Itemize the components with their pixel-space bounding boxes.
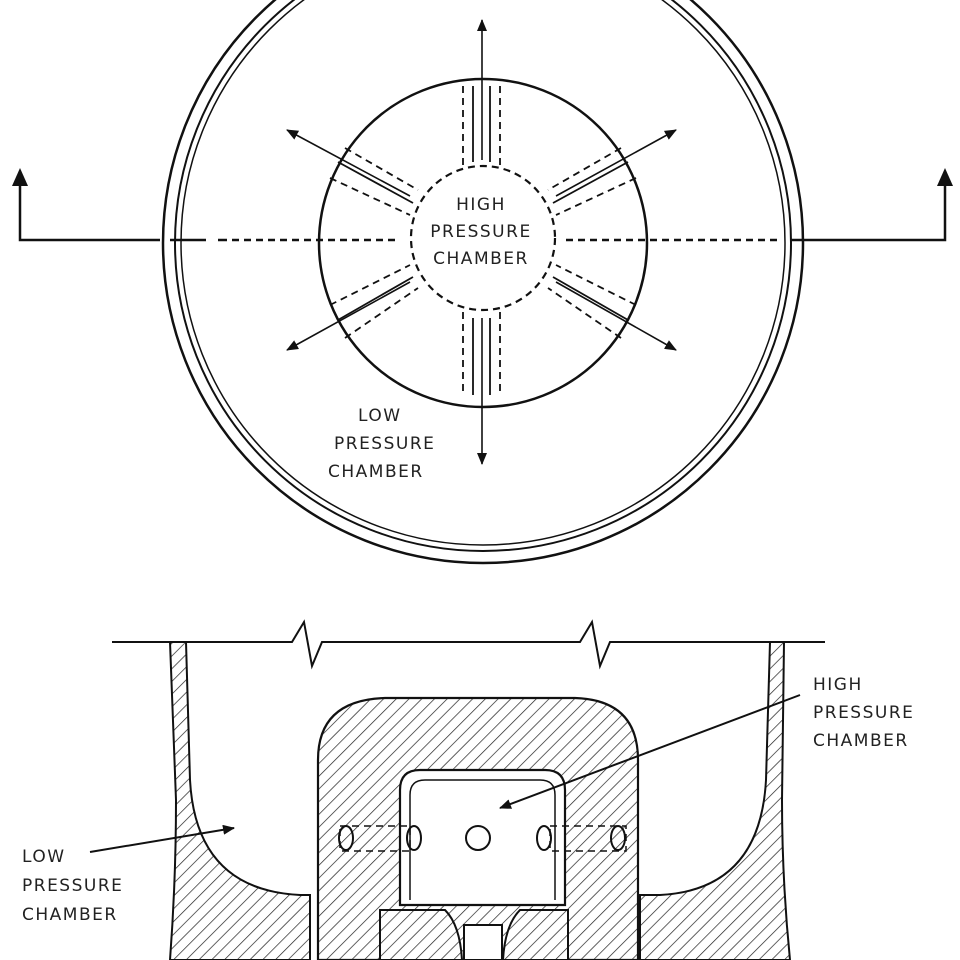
svg-text:PRESSURE: PRESSURE bbox=[22, 876, 123, 896]
lower-insert bbox=[379, 909, 464, 960]
svg-text:CHAMBER: CHAMBER bbox=[22, 905, 118, 925]
high-chamber-circle bbox=[409, 164, 557, 312]
bore bbox=[463, 924, 503, 960]
outer-ring bbox=[161, 0, 805, 565]
section-low-chamber-label: LOW PRESSURE CHAMBER bbox=[22, 847, 123, 925]
port-hole bbox=[406, 825, 422, 851]
section-cut-line bbox=[12, 168, 953, 242]
break-line bbox=[112, 619, 825, 670]
outer-ring-inner bbox=[174, 0, 792, 552]
svg-text:PRESSURE: PRESSURE bbox=[813, 703, 914, 723]
svg-text:PRESSURE: PRESSURE bbox=[334, 434, 435, 454]
outer-ring-innermost bbox=[180, 0, 786, 546]
flow-arrow-lower-right bbox=[555, 281, 677, 351]
flow-arrow-lower-left bbox=[286, 281, 411, 351]
plan-view: HIGH PRESSURE CHAMBER LOW PRESSURE CHAMB… bbox=[12, 0, 953, 565]
svg-text:CHAMBER: CHAMBER bbox=[433, 249, 529, 269]
left-wall bbox=[168, 641, 311, 960]
high-chamber-cavity bbox=[398, 768, 567, 907]
section-view: HIGH PRESSURE CHAMBER LOW PRESSURE CHAMB… bbox=[22, 619, 914, 960]
svg-text:CHAMBER: CHAMBER bbox=[328, 462, 424, 482]
port-hole bbox=[536, 825, 552, 851]
svg-text:LOW: LOW bbox=[22, 847, 66, 867]
svg-text:HIGH: HIGH bbox=[456, 195, 506, 215]
svg-text:LOW: LOW bbox=[358, 406, 402, 426]
plan-high-chamber-label: HIGH PRESSURE CHAMBER bbox=[430, 195, 531, 269]
svg-text:CHAMBER: CHAMBER bbox=[813, 731, 909, 751]
port-hole bbox=[465, 825, 491, 851]
right-wall bbox=[639, 641, 792, 960]
svg-text:PRESSURE: PRESSURE bbox=[430, 222, 531, 242]
flow-arrow-upper-right bbox=[555, 129, 677, 197]
nozzle-body-circle bbox=[317, 77, 649, 409]
flow-arrow-upper-left bbox=[286, 129, 411, 197]
flow-arrows bbox=[286, 19, 677, 465]
low-chamber-leader-arrow bbox=[89, 824, 235, 853]
port-holes bbox=[338, 825, 627, 852]
high-chamber-leader-arrow bbox=[499, 694, 801, 809]
svg-text:HIGH: HIGH bbox=[813, 675, 863, 695]
section-high-chamber-label: HIGH PRESSURE CHAMBER bbox=[813, 675, 914, 751]
discharge-ports bbox=[329, 86, 637, 395]
plan-low-chamber-label: LOW PRESSURE CHAMBER bbox=[328, 406, 435, 482]
